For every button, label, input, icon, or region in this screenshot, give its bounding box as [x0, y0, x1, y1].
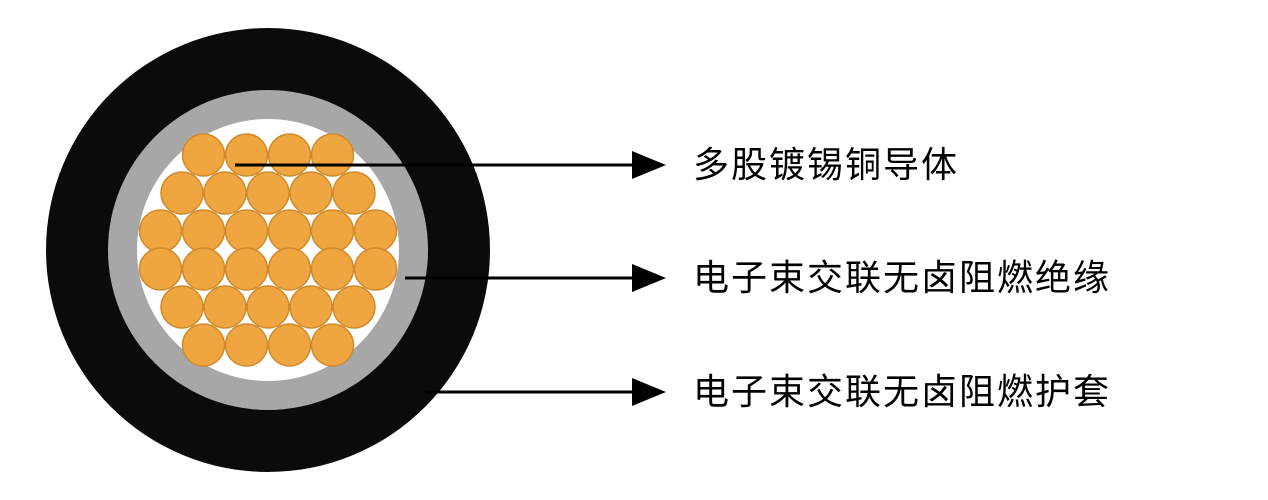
copper-strand — [310, 323, 355, 367]
label-sheath: 电子束交联无卤阻燃护套 — [693, 371, 1112, 412]
copper-strand — [289, 285, 333, 329]
copper-strand — [246, 285, 290, 329]
copper-strand — [289, 171, 333, 215]
copper-strand — [181, 247, 226, 291]
copper-strand — [310, 133, 355, 177]
copper-strand — [181, 133, 226, 177]
copper-strand — [224, 247, 269, 291]
label-conductor: 多股镀锡铜导体 — [693, 144, 960, 185]
copper-strand — [203, 171, 247, 215]
copper-strand — [160, 285, 204, 329]
copper-strand — [332, 285, 376, 329]
copper-strand — [310, 209, 355, 253]
copper-strand — [267, 323, 312, 367]
copper-strand — [267, 209, 312, 253]
copper-strand — [353, 209, 398, 253]
copper-strand — [246, 171, 290, 215]
leader-line-conductor — [235, 151, 666, 179]
arrowhead-icon — [632, 264, 666, 292]
copper-strand — [224, 133, 269, 177]
copper-strand — [138, 209, 183, 253]
copper-strand — [224, 209, 269, 253]
copper-strand — [224, 323, 269, 367]
arrowhead-icon — [632, 151, 666, 179]
copper-strand — [138, 247, 183, 291]
copper-strand — [181, 323, 226, 367]
copper-strand — [181, 209, 226, 253]
copper-strand — [267, 247, 312, 291]
copper-strand — [353, 247, 398, 291]
core-background — [137, 119, 399, 381]
copper-strand — [267, 133, 312, 177]
copper-strand — [310, 247, 355, 291]
arrowhead-icon — [632, 378, 666, 406]
copper-strand — [203, 285, 247, 329]
copper-strand — [332, 171, 376, 215]
copper-strand — [160, 171, 204, 215]
label-insulation: 电子束交联无卤阻燃绝缘 — [693, 257, 1112, 298]
leader-line-sheath — [425, 378, 666, 406]
leader-line-insulation — [405, 264, 666, 292]
